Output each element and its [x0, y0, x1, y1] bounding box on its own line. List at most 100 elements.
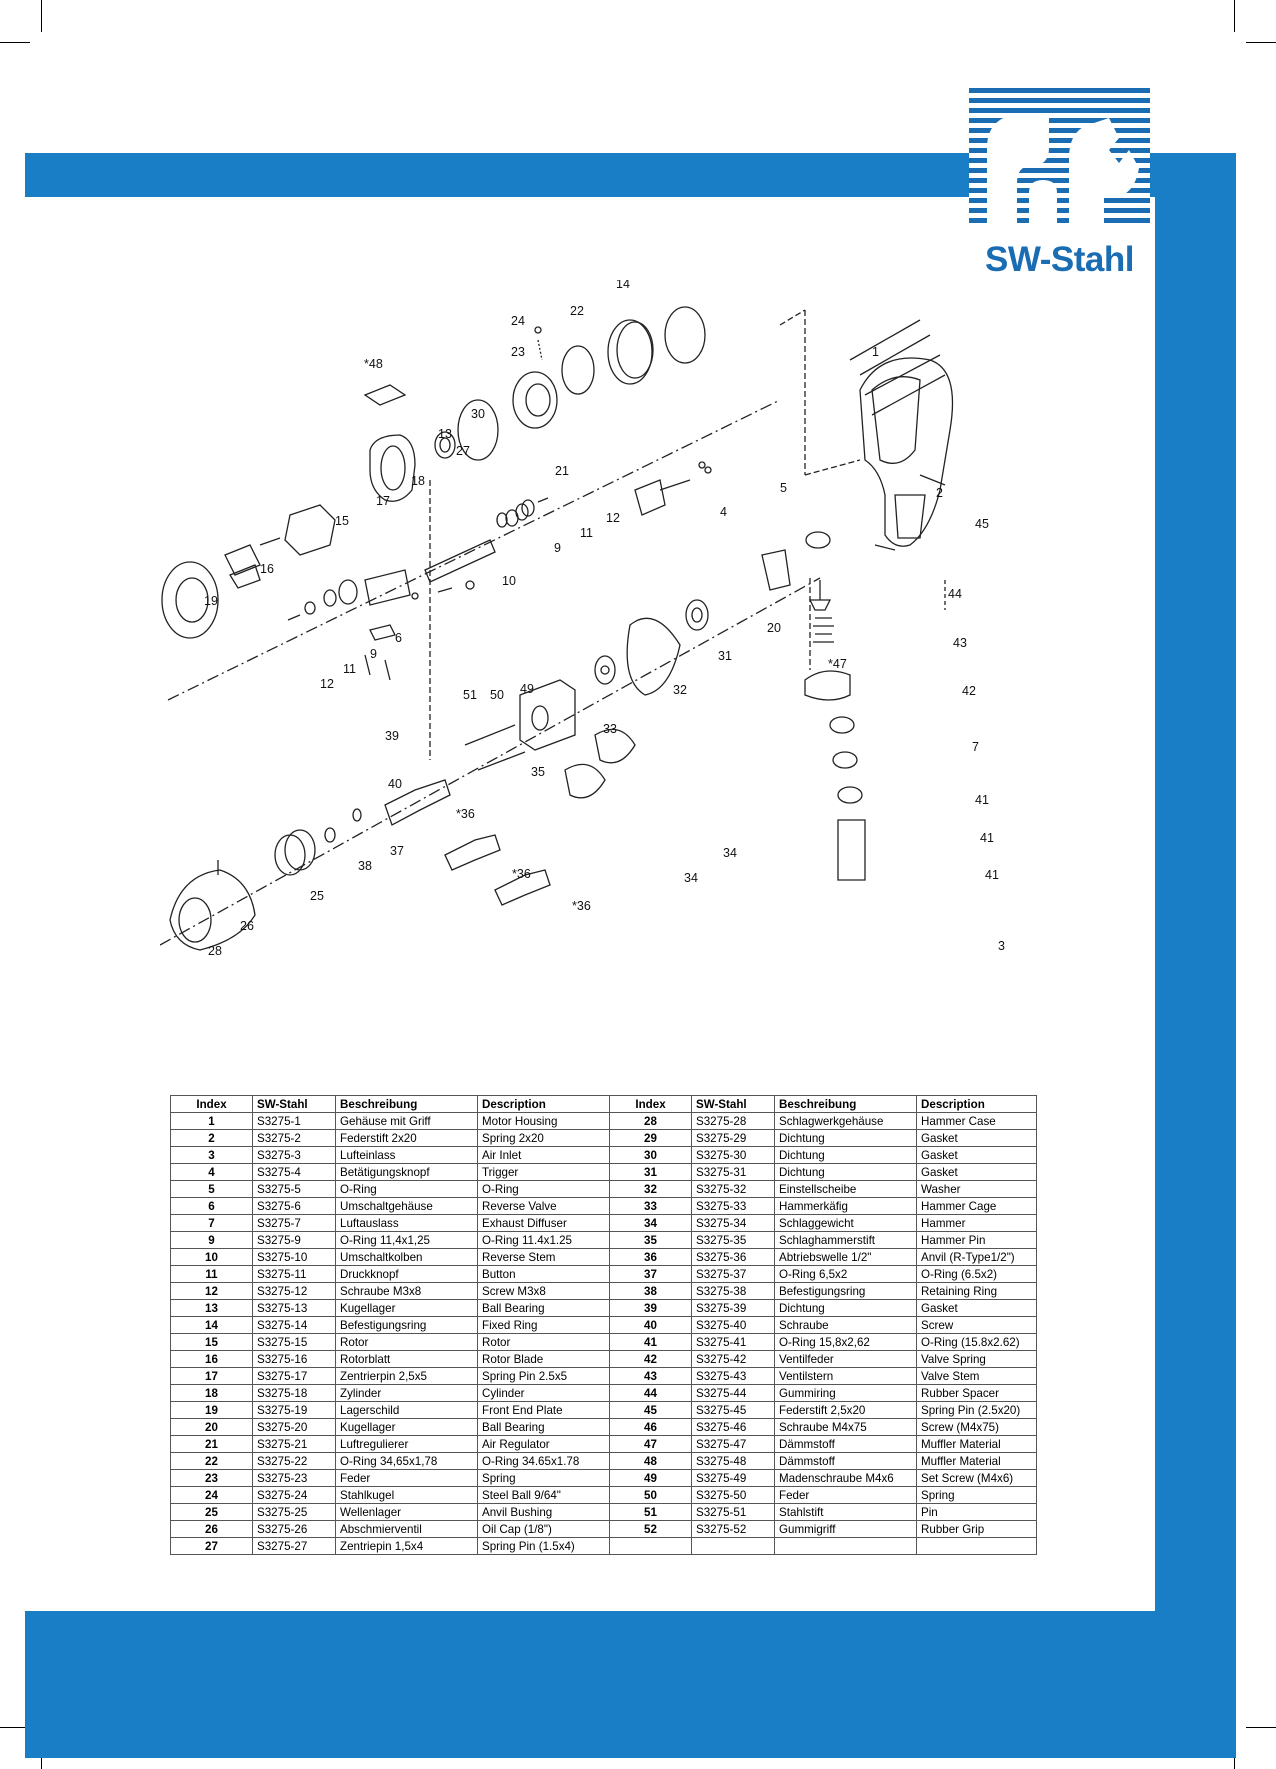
cell-beschreibung: Luftregulierer	[335, 1435, 478, 1453]
cell-beschreibung: Kugellager	[335, 1418, 478, 1436]
cell-index: 40	[609, 1316, 692, 1334]
cell-sw-stahl: S3275-50	[691, 1486, 775, 1504]
header-description: Description	[477, 1095, 610, 1113]
cell-description: Air Regulator	[477, 1435, 610, 1453]
cell-sw-stahl: S3275-46	[691, 1418, 775, 1436]
cell-description: Oil Cap (1/8")	[477, 1520, 610, 1538]
cell-sw-stahl: S3275-52	[691, 1520, 775, 1538]
cell-index: 24	[170, 1486, 253, 1504]
cell-description: Spring	[916, 1486, 1037, 1504]
cell-description: Ball Bearing	[477, 1299, 610, 1317]
brand-name: SW-Stahl	[985, 240, 1134, 279]
cell-beschreibung: Hammerkäfig	[774, 1197, 917, 1215]
cell-index: 23	[170, 1469, 253, 1487]
label-36-c: *36	[572, 899, 591, 913]
label-49: 49	[520, 682, 534, 696]
label-22: 22	[570, 304, 584, 318]
label-27: 27	[456, 444, 470, 458]
cell-index: 3	[170, 1146, 253, 1164]
cell-index: 4	[170, 1163, 253, 1181]
cell-index: 13	[170, 1299, 253, 1317]
label-40: 40	[388, 777, 402, 791]
cell-description: Rubber Grip	[916, 1520, 1037, 1538]
cell-index: 10	[170, 1248, 253, 1266]
cell-sw-stahl: S3275-38	[691, 1282, 775, 1300]
cell-sw-stahl: S3275-9	[252, 1231, 336, 1249]
crop-mark	[0, 1727, 30, 1728]
cell-sw-stahl: S3275-44	[691, 1384, 775, 1402]
label-7: 7	[972, 740, 979, 754]
cell-beschreibung: Umschaltkolben	[335, 1248, 478, 1266]
cell-index: 39	[609, 1299, 692, 1317]
cell-description: Spring Pin (2.5x20)	[916, 1401, 1037, 1419]
label-2: 2	[936, 486, 943, 500]
cell-beschreibung: O-Ring 6,5x2	[774, 1265, 917, 1283]
cell-index: 5	[170, 1180, 253, 1198]
cell-description: Rotor	[477, 1333, 610, 1351]
cell-beschreibung: Schlagwerkgehäuse	[774, 1112, 917, 1130]
label-48: *48	[364, 357, 383, 371]
cell-beschreibung: Schraube M4x75	[774, 1418, 917, 1436]
label-39: 39	[385, 729, 399, 743]
label-9-lower: 9	[370, 647, 377, 661]
cell-index: 9	[170, 1231, 253, 1249]
cell-description: Muffler Material	[916, 1452, 1037, 1470]
cell-index: 50	[609, 1486, 692, 1504]
cell-index: 45	[609, 1401, 692, 1419]
cell-beschreibung: Dichtung	[774, 1299, 917, 1317]
cell-beschreibung: Gummigriff	[774, 1520, 917, 1538]
cell-index: 32	[609, 1180, 692, 1198]
cell-index	[609, 1537, 692, 1555]
label-36-b: *36	[512, 867, 531, 881]
cell-sw-stahl: S3275-49	[691, 1469, 775, 1487]
crop-mark	[1246, 1727, 1276, 1728]
cell-sw-stahl: S3275-24	[252, 1486, 336, 1504]
label-11-upper: 11	[580, 526, 593, 540]
side-band	[1155, 153, 1236, 1611]
cell-description: Screw	[916, 1316, 1037, 1334]
cell-beschreibung: Abtriebswelle 1/2"	[774, 1248, 917, 1266]
cell-description: O-Ring	[477, 1180, 610, 1198]
cell-sw-stahl: S3275-48	[691, 1452, 775, 1470]
cell-sw-stahl: S3275-47	[691, 1435, 775, 1453]
cell-index: 33	[609, 1197, 692, 1215]
cell-beschreibung: Madenschraube M4x6	[774, 1469, 917, 1487]
cell-sw-stahl: S3275-26	[252, 1520, 336, 1538]
cell-description: Ball Bearing	[477, 1418, 610, 1436]
cell-beschreibung: O-Ring 11,4x1,25	[335, 1231, 478, 1249]
cell-sw-stahl: S3275-5	[252, 1180, 336, 1198]
cell-sw-stahl: S3275-25	[252, 1503, 336, 1521]
cell-description: Reverse Valve	[477, 1197, 610, 1215]
brand-logo	[969, 88, 1150, 238]
cell-description: Pin	[916, 1503, 1037, 1521]
label-34-b: 34	[684, 871, 698, 885]
label-30: 30	[471, 407, 485, 421]
header-index: Index	[170, 1095, 253, 1113]
cell-description: Trigger	[477, 1163, 610, 1181]
label-10: 10	[502, 574, 516, 588]
cell-description: Anvil (R-Type1/2")	[916, 1248, 1037, 1266]
cell-description: Washer	[916, 1180, 1037, 1198]
cell-index: 17	[170, 1367, 253, 1385]
cell-sw-stahl: S3275-45	[691, 1401, 775, 1419]
cell-description: Screw M3x8	[477, 1282, 610, 1300]
cell-sw-stahl: S3275-21	[252, 1435, 336, 1453]
cell-sw-stahl: S3275-4	[252, 1163, 336, 1181]
cell-sw-stahl: S3275-10	[252, 1248, 336, 1266]
cell-sw-stahl: S3275-33	[691, 1197, 775, 1215]
cell-description: Hammer Cage	[916, 1197, 1037, 1215]
cell-index: 12	[170, 1282, 253, 1300]
label-9-upper: 9	[554, 541, 561, 555]
header-index-2: Index	[609, 1095, 692, 1113]
cell-description: Exhaust Diffuser	[477, 1214, 610, 1232]
label-33: 33	[603, 722, 617, 736]
cell-index: 52	[609, 1520, 692, 1538]
